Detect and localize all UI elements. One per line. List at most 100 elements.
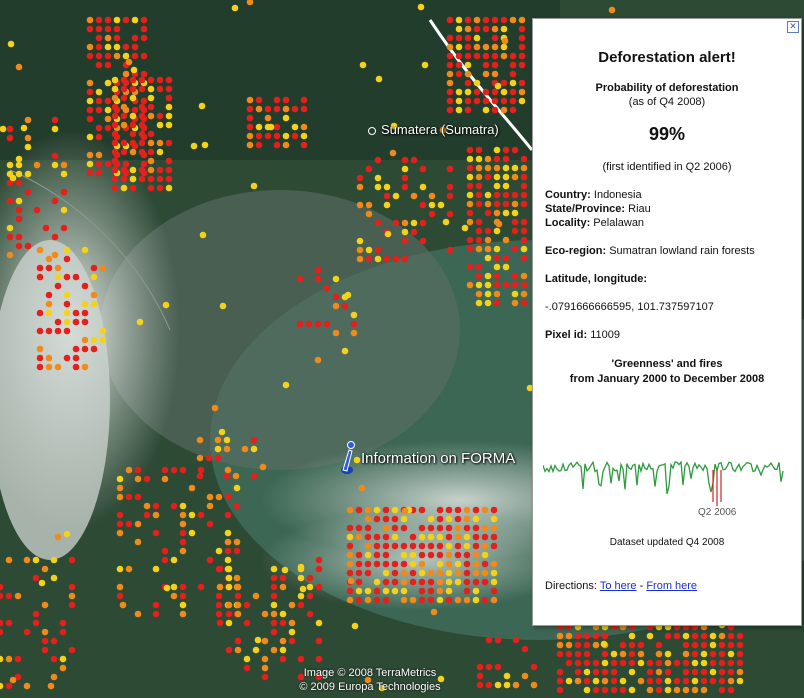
alert-dot[interactable]: [288, 628, 296, 636]
alert-dot[interactable]: [700, 677, 708, 685]
alert-dot[interactable]: [90, 273, 98, 281]
alert-dot[interactable]: [255, 96, 263, 104]
alert-dot[interactable]: [59, 655, 67, 663]
alert-dot[interactable]: [250, 445, 258, 453]
alert-dot[interactable]: [129, 184, 137, 192]
alert-dot[interactable]: [601, 650, 609, 658]
alert-dot[interactable]: [491, 88, 499, 96]
alert-dot[interactable]: [138, 148, 146, 156]
alert-dot[interactable]: [428, 201, 436, 209]
alert-dot[interactable]: [409, 533, 417, 541]
alert-dot[interactable]: [99, 264, 107, 272]
alert-dot[interactable]: [138, 112, 146, 120]
alert-dot[interactable]: [718, 659, 726, 667]
alert-dot[interactable]: [111, 112, 119, 120]
alert-dot[interactable]: [436, 506, 444, 514]
alert-dot[interactable]: [50, 556, 58, 564]
alert-dot[interactable]: [464, 79, 472, 87]
alert-dot[interactable]: [129, 112, 137, 120]
alert-dot[interactable]: [86, 43, 94, 51]
alert-dot[interactable]: [15, 233, 23, 241]
alert-dot[interactable]: [491, 70, 499, 78]
alert-dot[interactable]: [24, 116, 32, 124]
alert-dot[interactable]: [484, 200, 492, 208]
alert-dot[interactable]: [493, 200, 501, 208]
alert-dot[interactable]: [682, 659, 690, 667]
alert-dot[interactable]: [427, 533, 435, 541]
alert-dot[interactable]: [373, 578, 381, 586]
alert-dot[interactable]: [0, 592, 4, 600]
alert-dot[interactable]: [475, 272, 483, 280]
alert-dot[interactable]: [583, 677, 591, 685]
alert-dot[interactable]: [628, 650, 636, 658]
alert-dot[interactable]: [473, 25, 481, 33]
alert-dot[interactable]: [373, 506, 381, 514]
alert-dot[interactable]: [15, 63, 23, 71]
alert-dot[interactable]: [346, 569, 354, 577]
alert-dot[interactable]: [147, 139, 155, 147]
alert-dot[interactable]: [490, 578, 498, 586]
alert-dot[interactable]: [273, 96, 281, 104]
alert-dot[interactable]: [400, 524, 408, 532]
alert-dot[interactable]: [250, 436, 258, 444]
alert-dot[interactable]: [518, 52, 526, 60]
alert-dot[interactable]: [364, 506, 372, 514]
alert-dot[interactable]: [104, 52, 112, 60]
alert-dot[interactable]: [41, 637, 49, 645]
alert-dot[interactable]: [400, 542, 408, 550]
alert-dot[interactable]: [15, 215, 23, 223]
alert-dot[interactable]: [23, 682, 31, 690]
alert-dot[interactable]: [418, 542, 426, 550]
alert-dot[interactable]: [491, 106, 499, 114]
alert-dot[interactable]: [351, 622, 359, 630]
alert-dot[interactable]: [511, 245, 519, 253]
alert-dot[interactable]: [727, 668, 735, 676]
alert-dot[interactable]: [365, 255, 373, 263]
alert-dot[interactable]: [455, 52, 463, 60]
alert-dot[interactable]: [111, 139, 119, 147]
alert-dot[interactable]: [511, 299, 519, 307]
alert-dot[interactable]: [494, 636, 502, 644]
alert-dot[interactable]: [502, 209, 510, 217]
alert-dot[interactable]: [120, 94, 128, 102]
alert-dot[interactable]: [502, 191, 510, 199]
alert-dot[interactable]: [445, 551, 453, 559]
alert-dot[interactable]: [214, 436, 222, 444]
alert-dot[interactable]: [5, 556, 13, 564]
alert-dot[interactable]: [445, 569, 453, 577]
alert-dot[interactable]: [718, 650, 726, 658]
alert-dot[interactable]: [33, 161, 41, 169]
alert-dot[interactable]: [419, 165, 427, 173]
alert-dot[interactable]: [436, 587, 444, 595]
alert-dot[interactable]: [526, 384, 534, 392]
alert-dot[interactable]: [646, 659, 654, 667]
alert-dot[interactable]: [24, 170, 32, 178]
alert-dot[interactable]: [382, 560, 390, 568]
alert-dot[interactable]: [390, 122, 398, 130]
alert-dot[interactable]: [565, 677, 573, 685]
alert-dot[interactable]: [409, 542, 417, 550]
alert-dot[interactable]: [0, 125, 7, 133]
alert-dot[interactable]: [419, 219, 427, 227]
alert-dot[interactable]: [461, 224, 469, 232]
alert-dot[interactable]: [736, 668, 744, 676]
alert-dot[interactable]: [138, 121, 146, 129]
alert-dot[interactable]: [291, 132, 299, 140]
alert-dot[interactable]: [68, 556, 76, 564]
alert-dot[interactable]: [454, 569, 462, 577]
alert-dot[interactable]: [493, 182, 501, 190]
alert-dot[interactable]: [60, 161, 68, 169]
alert-dot[interactable]: [521, 672, 529, 680]
alert-dot[interactable]: [565, 659, 573, 667]
alert-dot[interactable]: [20, 124, 28, 132]
alert-dot[interactable]: [700, 650, 708, 658]
alert-dot[interactable]: [63, 291, 71, 299]
alert-dot[interactable]: [81, 336, 89, 344]
alert-dot[interactable]: [323, 284, 331, 292]
alert-dot[interactable]: [446, 34, 454, 42]
alert-dot[interactable]: [99, 327, 107, 335]
alert-dot[interactable]: [511, 200, 519, 208]
alert-dot[interactable]: [138, 139, 146, 147]
alert-dot[interactable]: [472, 524, 480, 532]
alert-dot[interactable]: [727, 632, 735, 640]
